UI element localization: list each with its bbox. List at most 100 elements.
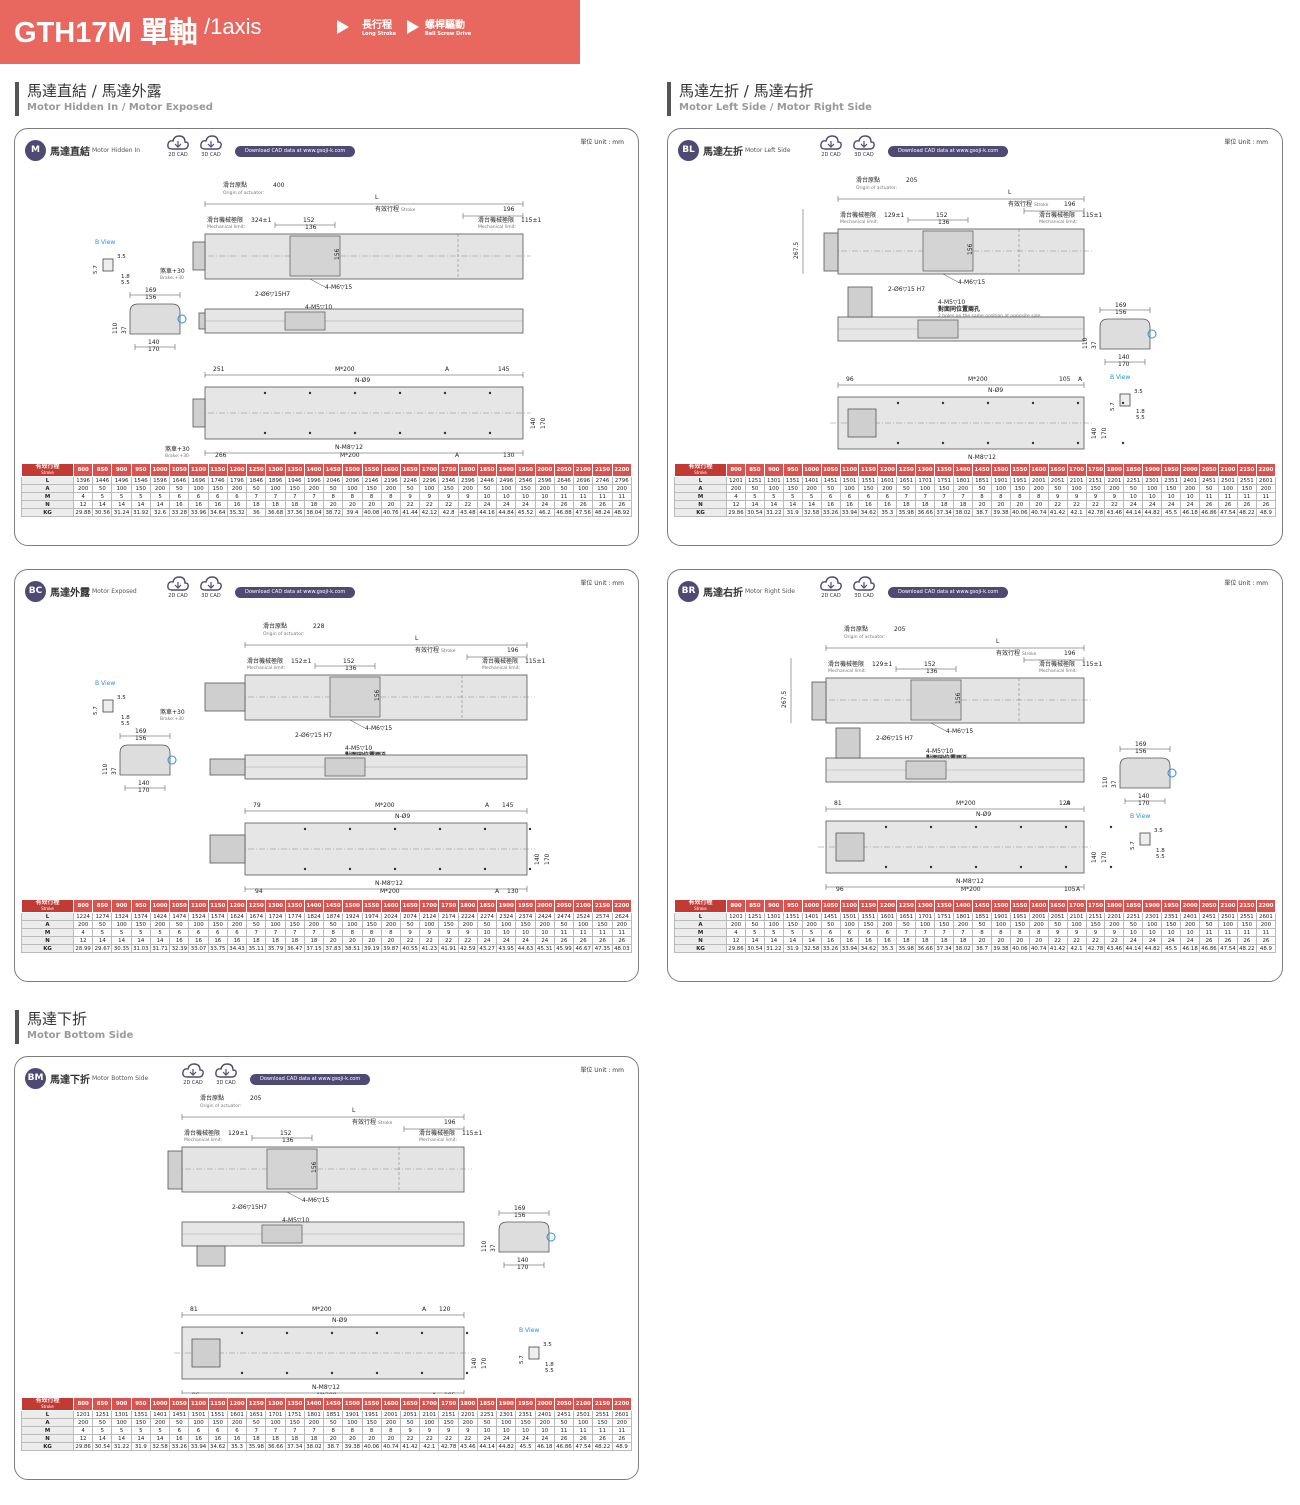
- table-cell: 10: [534, 492, 555, 501]
- table-cell: 30.54: [92, 1442, 113, 1451]
- dimension-label: 79: [253, 802, 261, 809]
- download-cad-link[interactable]: Download CAD data at www.gsoji-k.com: [235, 587, 356, 598]
- table-cell: 200: [611, 920, 633, 929]
- download-cad-link[interactable]: Download CAD data at www.gsoji-k.com: [888, 146, 1009, 157]
- b-view-label: B View: [1130, 813, 1150, 820]
- dimension-label: 196: [444, 1119, 456, 1126]
- table-cell: 4: [726, 492, 746, 501]
- stroke-value: 2150: [1236, 463, 1257, 477]
- table-cell: 2746: [592, 476, 613, 485]
- download-cad-link[interactable]: Download CAD data at www.gsoji-k.com: [235, 146, 356, 157]
- cad-2d-download-icon[interactable]: 2D CAD: [165, 134, 191, 164]
- dimension-label: Origin of actuator:: [223, 190, 264, 196]
- table-cell: 50: [323, 484, 344, 493]
- table-cell: 37.36: [284, 508, 305, 517]
- stroke-value: 1350: [284, 1397, 305, 1411]
- stroke-value: 1500: [342, 1397, 363, 1411]
- stroke-value: 1600: [380, 899, 401, 913]
- table-cell: 1424: [149, 912, 171, 921]
- panel-subtitle: Motor Hidden In: [92, 147, 141, 154]
- table-cell: 14: [111, 500, 132, 509]
- table-cell: 200: [534, 484, 555, 493]
- table-cell: 50: [896, 484, 917, 493]
- cad-3d-download-icon[interactable]: 3D CAD: [198, 134, 224, 164]
- table-cell: 150: [361, 1418, 382, 1427]
- table-cell: 150: [1085, 920, 1106, 929]
- side-motor: [847, 286, 873, 318]
- download-cad-link[interactable]: Download CAD data at www.gsoji-k.com: [888, 587, 1009, 598]
- length-label: L: [415, 635, 419, 642]
- table-cell: 1251: [92, 1410, 113, 1419]
- table-cell: 7: [265, 492, 286, 501]
- table-cell: 50: [971, 484, 992, 493]
- dimension-label: 滑台機械極限: [207, 216, 243, 224]
- table-cell: 10: [1180, 928, 1201, 937]
- table-cell: 22: [399, 500, 421, 509]
- mount-hole: [929, 825, 933, 829]
- table-cell: 35.11: [246, 944, 267, 953]
- dimension-label: 96: [836, 886, 844, 893]
- table-cell: 31.9: [130, 1442, 151, 1451]
- cad-2d-download-icon[interactable]: 2D CAD: [165, 575, 191, 605]
- table-cell: 31.22: [763, 508, 784, 517]
- dimension-label: Brake:+30: [160, 716, 184, 722]
- bottom-motor: [192, 398, 206, 428]
- table-cell: 200: [72, 920, 94, 929]
- table-cell: 30.54: [744, 508, 765, 517]
- table-cell: 5: [744, 492, 765, 501]
- table-cell: 35.3: [226, 1442, 248, 1451]
- cad-3d-download-icon[interactable]: 3D CAD: [851, 575, 877, 605]
- cad-2d-download-icon[interactable]: 2D CAD: [180, 1062, 206, 1092]
- table-cell: 16: [169, 936, 190, 945]
- table-cell: 6: [169, 492, 190, 501]
- stroke-value: 1050: [820, 463, 841, 477]
- stroke-value: 1250: [896, 463, 917, 477]
- table-cell: 1901: [990, 912, 1011, 921]
- cad-3d-download-icon[interactable]: 3D CAD: [213, 1062, 239, 1092]
- cad-2d-download-icon[interactable]: 2D CAD: [818, 575, 844, 605]
- table-cell: 8: [990, 928, 1011, 937]
- side-motor: [209, 758, 246, 776]
- cad-3d-download-icon[interactable]: 3D CAD: [851, 134, 877, 164]
- table-cell: 1751: [934, 912, 955, 921]
- table-cell: 9: [457, 492, 478, 501]
- stroke-value: 1050: [169, 1397, 190, 1411]
- download-cad-link[interactable]: Download CAD data at www.gsoji-k.com: [250, 1074, 371, 1085]
- table-cell: 38.02: [953, 944, 973, 953]
- table-cell: 20: [380, 936, 401, 945]
- b-view-detail: [1139, 832, 1151, 846]
- table-cell: 24: [1142, 936, 1163, 945]
- table-cell: 200: [457, 920, 478, 929]
- table-cell: 46.86: [553, 1442, 575, 1451]
- dimension-label: 129±1: [884, 212, 904, 219]
- table-cell: 2451: [1199, 476, 1219, 485]
- table-cell: 100: [1142, 920, 1163, 929]
- dimension-label: Mechanical limit:: [1039, 668, 1077, 674]
- stroke-value: 850: [744, 463, 765, 477]
- cad-2d-download-icon[interactable]: 2D CAD: [818, 134, 844, 164]
- table-cell: 150: [515, 1418, 536, 1427]
- dimension-label: 196: [503, 206, 515, 213]
- cad-3d-download-icon[interactable]: 3D CAD: [198, 575, 224, 605]
- stroke-value: 1250: [246, 463, 267, 477]
- row-label: M: [21, 492, 74, 501]
- table-cell: 22: [1085, 936, 1106, 945]
- table-cell: 11: [611, 1426, 633, 1435]
- stroke-value: 900: [111, 899, 132, 913]
- row-label: A: [674, 484, 727, 493]
- dimension-label: M*200: [375, 802, 395, 809]
- dimension-label: 2-Ø6▽15H7: [255, 291, 290, 298]
- table-cell: 8: [971, 492, 992, 501]
- stroke-value: 1900: [1142, 899, 1163, 913]
- table-cell: 20: [323, 500, 344, 509]
- row-label: KG: [21, 944, 74, 953]
